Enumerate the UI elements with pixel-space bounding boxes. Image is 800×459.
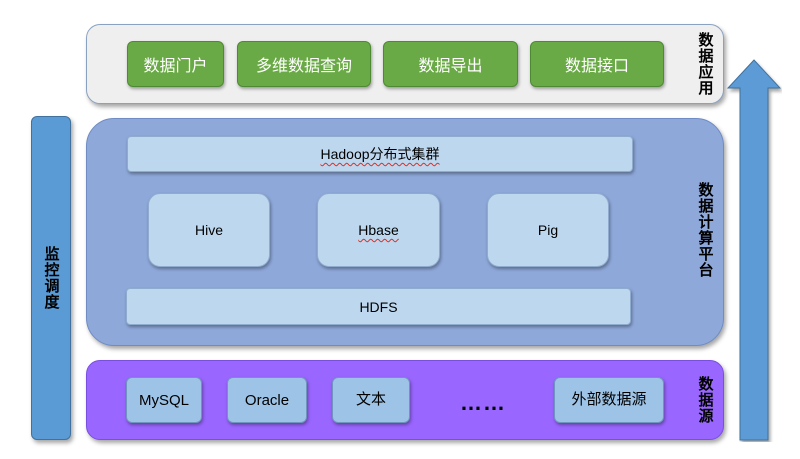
hadoop-cluster-label: Hadoop分布式集群 bbox=[320, 146, 440, 162]
monitor-schedule-label: 监控调度 bbox=[42, 246, 60, 310]
application-layer-label: 数据应用 bbox=[696, 32, 714, 96]
more-sources-ellipsis: …… bbox=[452, 388, 514, 418]
multidimensional-query-box[interactable]: 多维数据查询 bbox=[237, 41, 371, 87]
upward-flow-arrow-icon bbox=[726, 59, 782, 441]
data-interface-box[interactable]: 数据接口 bbox=[530, 41, 664, 87]
compute-layer-label: 数据计算平台 bbox=[696, 182, 714, 278]
mysql-box[interactable]: MySQL bbox=[126, 377, 202, 423]
source-layer-label: 数据源 bbox=[696, 376, 714, 424]
pig-box[interactable]: Pig bbox=[487, 193, 609, 267]
oracle-box[interactable]: Oracle bbox=[227, 377, 307, 423]
ellipsis-text: …… bbox=[460, 390, 506, 415]
hdfs-box[interactable]: HDFS bbox=[126, 288, 631, 325]
hive-box[interactable]: Hive bbox=[148, 193, 270, 267]
text-file-box[interactable]: 文本 bbox=[332, 377, 410, 423]
data-export-box[interactable]: 数据导出 bbox=[383, 41, 518, 87]
hbase-box[interactable]: Hbase bbox=[317, 193, 440, 267]
hbase-label: Hbase bbox=[358, 222, 399, 238]
monitor-schedule-bar[interactable] bbox=[31, 116, 71, 440]
data-portal-box[interactable]: 数据门户 bbox=[127, 41, 224, 87]
hadoop-cluster-box[interactable]: Hadoop分布式集群 bbox=[127, 136, 633, 172]
external-source-box[interactable]: 外部数据源 bbox=[554, 377, 664, 423]
